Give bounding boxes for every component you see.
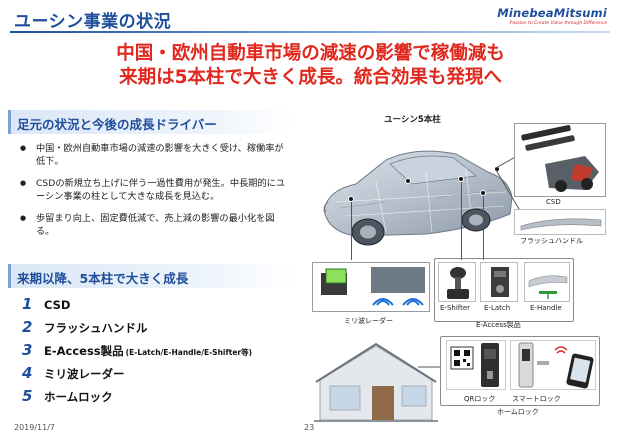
pillar-item: 2 フラッシュハンドル bbox=[22, 318, 252, 341]
callout-dot bbox=[458, 176, 464, 182]
callout-dot bbox=[405, 178, 411, 184]
caption-home-lock: ホームロック bbox=[497, 408, 539, 416]
e-access-group-box bbox=[434, 258, 574, 322]
csd-image bbox=[514, 123, 606, 197]
headline-line-2: 来期は5本柱で大きく成長。統合効果も発現へ bbox=[119, 67, 502, 88]
caption-smart-lock: スマートロック bbox=[512, 395, 561, 403]
slide-title: ユーシン事業の状況 bbox=[14, 12, 172, 32]
logo-tagline: Passion to Create Value through Differen… bbox=[509, 21, 607, 26]
caption-e-latch: E-Latch bbox=[484, 304, 511, 312]
qr-lock-image bbox=[446, 340, 506, 390]
company-logo: MinebeaMitsumi Passion to Create Value t… bbox=[497, 6, 607, 26]
leader-line bbox=[461, 182, 462, 260]
bullet-item: 歩留まり向上、固定費低減で、売上減の影響の最小化を図る。 bbox=[20, 212, 291, 238]
callout-dot bbox=[480, 190, 486, 196]
bullet-item: 中国・欧州自動車市場の減速の影響を大きく受け、稼働率が低下。 bbox=[20, 142, 291, 168]
section-title-status: 足元の状況と今後の成長ドライバー bbox=[17, 117, 217, 132]
pillar-number: 5 bbox=[22, 387, 33, 405]
logo-wordmark: MinebeaMitsumi bbox=[497, 6, 607, 20]
home-lock-arrow bbox=[418, 366, 440, 368]
pillar-number: 1 bbox=[22, 295, 33, 313]
section-title-growth: 来期以降、5本柱で大きく成長 bbox=[17, 271, 189, 286]
pillar-number: 2 bbox=[22, 318, 33, 336]
pillar-item: 1 CSD bbox=[22, 295, 252, 318]
pillar-number: 4 bbox=[22, 364, 33, 382]
e-handle-image bbox=[524, 262, 570, 302]
caption-qr-lock: QRロック bbox=[464, 395, 496, 403]
pillar-sublabel: (E-Latch/E-Handle/E-Shifter等) bbox=[125, 348, 253, 357]
pillar-label: E-Access製品 bbox=[44, 344, 124, 358]
e-latch-image bbox=[480, 262, 518, 302]
page-number: 23 bbox=[304, 423, 315, 432]
e-shifter-image bbox=[438, 262, 476, 302]
caption-e-shifter: E-Shifter bbox=[440, 304, 471, 312]
smart-lock-image bbox=[510, 340, 596, 390]
pillar-label: CSD bbox=[44, 298, 71, 312]
bullet-item: CSDの新規立ち上げに伴う一過性費用が発生。中長期的にユーシン事業の柱として大き… bbox=[20, 177, 291, 203]
pillar-list: 1 CSD 2 フラッシュハンドル 3 E-Access製品 (E-Latch/… bbox=[22, 295, 252, 410]
leader-line-flush bbox=[496, 169, 523, 215]
caption-radar: ミリ波レーダー bbox=[344, 317, 393, 325]
diagram-title: ユーシン5本柱 bbox=[384, 115, 441, 125]
house-illustration bbox=[314, 342, 438, 422]
caption-e-handle: E-Handle bbox=[530, 304, 562, 312]
pillar-label: フラッシュハンドル bbox=[44, 321, 148, 335]
caption-flush-handle: フラッシュハンドル bbox=[520, 237, 583, 245]
car-wireframe-illustration bbox=[323, 150, 513, 246]
slide-header: ユーシン事業の状況 MinebeaMitsumi Passion to Crea… bbox=[0, 0, 621, 36]
pillar-number: 3 bbox=[22, 341, 33, 359]
footer-date: 2019/11/7 bbox=[14, 423, 56, 432]
caption-csd: CSD bbox=[546, 198, 561, 206]
status-bullet-list: 中国・欧州自動車市場の減速の影響を大きく受け、稼働率が低下。 CSDの新規立ち上… bbox=[20, 142, 291, 247]
section-header-status: 足元の状況と今後の成長ドライバー bbox=[8, 110, 293, 134]
pillar-item: 4 ミリ波レーダー bbox=[22, 364, 252, 387]
pillar-label: ホームロック bbox=[44, 390, 113, 404]
flush-handle-image bbox=[514, 209, 606, 235]
pillar-label: ミリ波レーダー bbox=[44, 367, 125, 381]
headline: 中国・欧州自動車市場の減速の影響で稼働減も 来期は5本柱で大きく成長。統合効果も… bbox=[0, 42, 621, 90]
home-lock-group-box bbox=[440, 336, 600, 406]
section-header-growth: 来期以降、5本柱で大きく成長 bbox=[8, 264, 293, 288]
leader-line bbox=[351, 202, 352, 260]
headline-line-1: 中国・欧州自動車市場の減速の影響で稼働減も bbox=[116, 43, 505, 64]
leader-line bbox=[483, 196, 484, 260]
radar-image bbox=[312, 262, 430, 312]
pillar-item: 3 E-Access製品 (E-Latch/E-Handle/E-Shifter… bbox=[22, 341, 252, 364]
pillar-item: 5 ホームロック bbox=[22, 387, 252, 410]
callout-dot bbox=[348, 196, 354, 202]
header-divider bbox=[10, 31, 610, 33]
caption-e-access: E-Access製品 bbox=[476, 321, 521, 329]
